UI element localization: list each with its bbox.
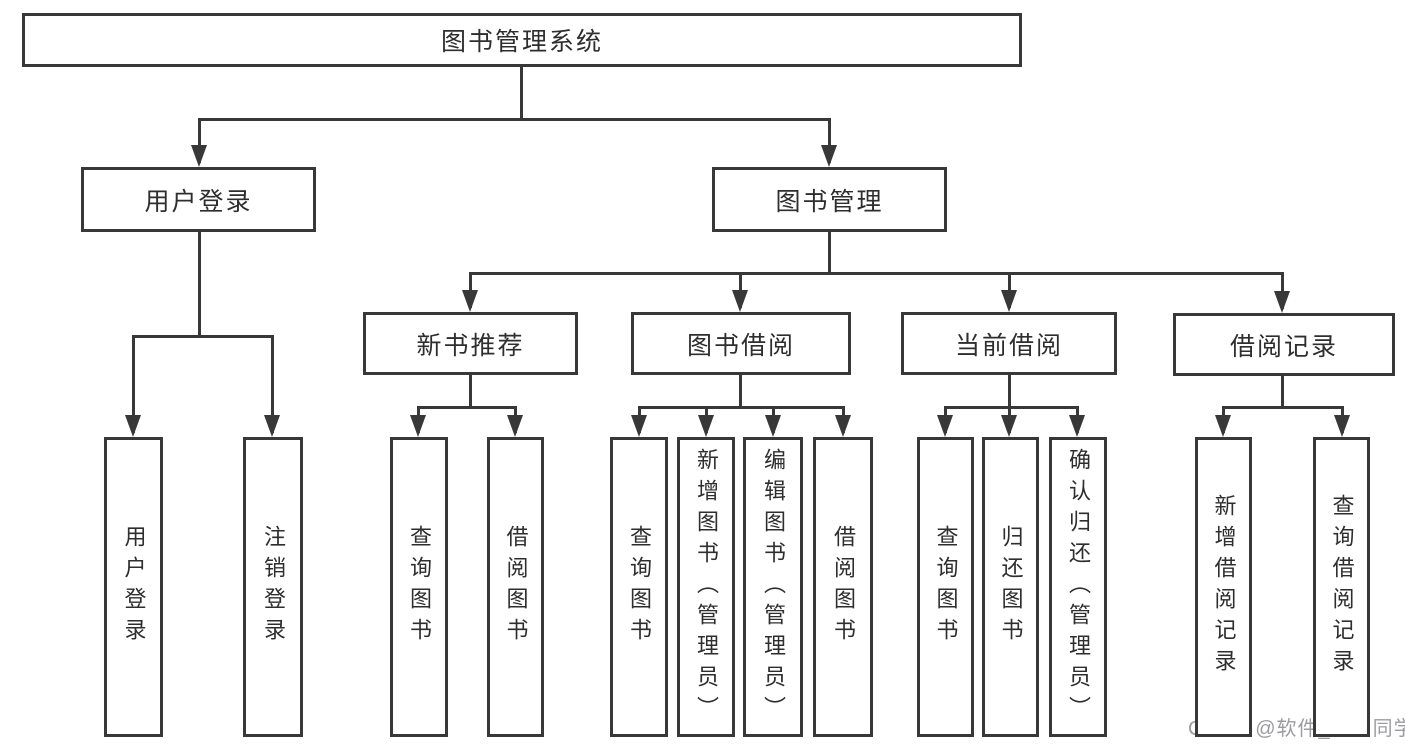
node-leaf-borrow-book-1: 借阅图书 [487, 437, 544, 737]
connector-rail-0 [197, 118, 831, 121]
connector-drop-2-3 [1280, 272, 1284, 309]
node-label-leaf-query-book-3: 查询图书 [933, 525, 959, 649]
connector-stem-0 [519, 67, 523, 121]
arrowhead-down-icon [1069, 415, 1085, 437]
connector-stem-5 [1007, 375, 1011, 409]
node-label-leaf-logout: 注销登录 [261, 525, 286, 649]
arrowhead-down-icon [732, 290, 748, 312]
connector-stem-4 [738, 375, 742, 409]
arrowhead-down-icon [937, 415, 953, 437]
node-leaf-confirm-return-admin: 确认归还（管理员） [1049, 437, 1107, 737]
connector-stem-3 [468, 375, 472, 409]
node-leaf-return-book: 归还图书 [982, 437, 1039, 737]
node-leaf-edit-book-admin: 编辑图书（管理员） [743, 437, 803, 737]
arrowhead-down-icon [191, 145, 207, 167]
connector-rail-2 [468, 272, 1284, 275]
connector-drop-0-0 [197, 118, 201, 163]
node-label-leaf-return-book: 归还图书 [998, 525, 1024, 649]
arrowhead-down-icon [507, 415, 523, 437]
node-new-book-recommend: 新书推荐 [363, 312, 578, 375]
node-label-leaf-add-book-admin: 新增图书（管理员） [694, 447, 719, 727]
node-label-leaf-query-borrow-record: 查询借阅记录 [1329, 494, 1355, 680]
node-user-login: 用户登录 [81, 167, 316, 232]
node-label-leaf-query-book-2: 查询图书 [627, 525, 652, 649]
node-label-current-borrowing: 当前借阅 [954, 331, 1063, 360]
connector-rail-6 [1221, 406, 1344, 409]
node-label-leaf-edit-book-admin: 编辑图书（管理员） [761, 447, 786, 727]
node-label-new-book-recommend: 新书推荐 [416, 331, 525, 360]
node-label-book-borrowing: 图书借阅 [686, 331, 795, 360]
connector-rail-5 [943, 406, 1079, 409]
node-label-leaf-user-login: 用户登录 [121, 525, 147, 649]
node-leaf-query-borrow-record: 查询借阅记录 [1313, 437, 1370, 737]
node-leaf-query-book-2: 查询图书 [610, 437, 668, 737]
node-label-leaf-confirm-return-admin: 确认归还（管理员） [1066, 447, 1091, 727]
arrowhead-down-icon [1334, 415, 1350, 437]
node-label-book-management: 图书管理 [775, 187, 884, 216]
node-label-root: 图书管理系统 [440, 28, 603, 56]
node-label-leaf-borrow-book-1: 借阅图书 [503, 525, 529, 649]
node-root: 图书管理系统 [22, 13, 1022, 67]
arrowhead-down-icon [125, 415, 141, 437]
arrowhead-down-icon [835, 415, 851, 437]
node-book-borrowing: 图书借阅 [631, 312, 851, 375]
node-leaf-user-login: 用户登录 [104, 437, 163, 737]
arrowhead-down-icon [821, 145, 837, 167]
node-label-leaf-query-book-1: 查询图书 [407, 525, 432, 649]
connector-rail-4 [637, 406, 845, 409]
arrowhead-down-icon [1274, 291, 1290, 313]
node-label-user-login: 用户登录 [144, 187, 253, 216]
arrowhead-down-icon [1001, 415, 1017, 437]
arrowhead-down-icon [765, 415, 781, 437]
node-leaf-query-book-3: 查询图书 [917, 437, 974, 737]
connector-rail-1 [131, 335, 274, 338]
node-borrowing-records: 借阅记录 [1173, 313, 1395, 376]
connector-stem-6 [1280, 376, 1284, 409]
node-label-leaf-add-borrow-record: 新增借阅记录 [1211, 494, 1237, 680]
arrowhead-down-icon [698, 415, 714, 437]
node-leaf-borrow-book-2: 借阅图书 [813, 437, 873, 737]
node-leaf-add-borrow-record: 新增借阅记录 [1195, 437, 1252, 737]
connector-stem-2 [827, 232, 831, 275]
connector-drop-1-0 [131, 335, 135, 433]
node-label-leaf-borrow-book-2: 借阅图书 [831, 525, 856, 649]
connector-drop-0-1 [827, 118, 831, 163]
node-leaf-query-book-1: 查询图书 [390, 437, 448, 737]
arrowhead-down-icon [1215, 415, 1231, 437]
node-current-borrowing: 当前借阅 [901, 312, 1117, 375]
arrowhead-down-icon [1001, 290, 1017, 312]
node-label-borrowing-records: 借阅记录 [1229, 332, 1338, 361]
connector-stem-1 [197, 232, 201, 338]
node-leaf-add-book-admin: 新增图书（管理员） [677, 437, 735, 737]
node-leaf-logout: 注销登录 [243, 437, 303, 737]
arrowhead-down-icon [264, 415, 280, 437]
node-book-management: 图书管理 [712, 167, 947, 232]
connector-drop-1-1 [270, 335, 274, 433]
arrowhead-down-icon [462, 290, 478, 312]
arrowhead-down-icon [410, 415, 426, 437]
connector-rail-3 [416, 406, 517, 409]
arrowhead-down-icon [631, 415, 647, 437]
